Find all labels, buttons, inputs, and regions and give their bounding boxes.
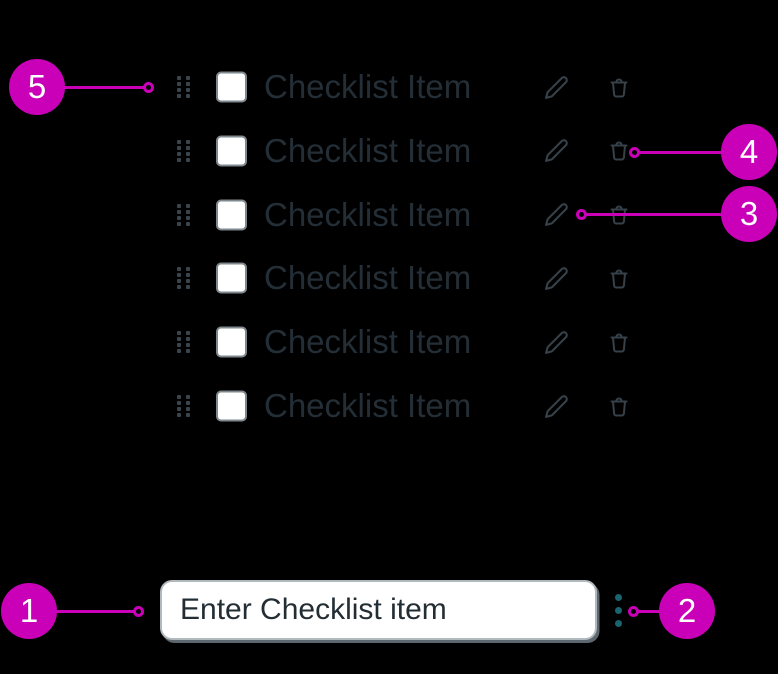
callout-2-ring xyxy=(628,606,639,617)
delete-button[interactable] xyxy=(605,328,633,356)
trash-icon xyxy=(610,78,628,98)
checklist-item-label: Checklist Item xyxy=(264,195,472,233)
checklist-row: Checklist Item xyxy=(0,119,778,183)
callout-5-bubble: 5 xyxy=(9,59,65,115)
kebab-menu-icon[interactable] xyxy=(615,594,622,627)
checklist-item-label: Checklist Item xyxy=(264,323,472,361)
trash-icon xyxy=(610,397,628,417)
edit-button[interactable] xyxy=(542,137,570,165)
drag-handle-icon[interactable] xyxy=(177,139,190,162)
callout-3-ring xyxy=(576,209,587,220)
checklist-item-label: Checklist Item xyxy=(264,259,472,297)
drag-handle-icon[interactable] xyxy=(177,331,190,354)
callout-2-bubble: 2 xyxy=(659,583,715,639)
checkbox[interactable] xyxy=(216,326,247,358)
callout-5-line xyxy=(63,86,144,89)
edit-button[interactable] xyxy=(542,392,570,420)
delete-button[interactable] xyxy=(605,392,633,420)
callout-1-line xyxy=(55,610,135,613)
checklist-item-label: Checklist Item xyxy=(264,131,472,169)
drag-handle-icon[interactable] xyxy=(177,76,190,98)
edit-button[interactable] xyxy=(542,264,570,292)
checkbox[interactable] xyxy=(216,199,247,231)
callout-1-number: 1 xyxy=(19,592,39,629)
checklist-row: Checklist Item xyxy=(0,55,778,119)
pencil-icon xyxy=(544,203,568,227)
callout-1-ring xyxy=(133,606,144,617)
edit-button[interactable] xyxy=(542,201,570,229)
delete-button[interactable] xyxy=(605,201,633,229)
checklist-item-label: Checklist Item xyxy=(264,387,472,424)
callout-2-number: 2 xyxy=(677,592,697,629)
callout-4-ring xyxy=(629,147,640,158)
edit-button[interactable] xyxy=(542,73,570,101)
callout-3-bubble: 3 xyxy=(721,186,777,242)
checklist-row: Checklist Item xyxy=(0,374,778,438)
drag-handle-icon[interactable] xyxy=(177,267,190,290)
callout-4-bubble: 4 xyxy=(721,124,777,180)
callout-3-line xyxy=(586,213,723,216)
checkbox[interactable] xyxy=(216,71,247,103)
delete-button[interactable] xyxy=(605,137,633,165)
checklist-row: Checklist Item xyxy=(0,246,778,310)
checklist-row: Checklist Item xyxy=(0,183,778,247)
drag-handle-icon[interactable] xyxy=(177,395,190,417)
checklist-item-label: Checklist Item xyxy=(264,68,472,105)
delete-button[interactable] xyxy=(605,264,633,292)
callout-2-line xyxy=(637,610,661,613)
pencil-icon xyxy=(544,330,568,354)
checkbox[interactable] xyxy=(216,135,247,167)
callout-5-number: 5 xyxy=(27,68,47,105)
pencil-icon xyxy=(544,75,568,99)
callout-4-number: 4 xyxy=(739,133,759,170)
checklist-entry-input[interactable] xyxy=(160,580,597,640)
trash-icon xyxy=(610,269,628,289)
delete-button[interactable] xyxy=(605,73,633,101)
trash-icon xyxy=(610,205,628,225)
callout-1-bubble: 1 xyxy=(1,583,57,639)
pencil-icon xyxy=(544,139,568,163)
checkbox[interactable] xyxy=(216,390,247,422)
callout-4-line xyxy=(639,151,723,154)
edit-button[interactable] xyxy=(542,328,570,356)
checklist-row: Checklist Item xyxy=(0,310,778,374)
trash-icon xyxy=(610,333,628,353)
drag-handle-icon[interactable] xyxy=(177,203,190,226)
callout-5-ring xyxy=(143,82,154,93)
pencil-icon xyxy=(544,394,568,418)
pencil-icon xyxy=(544,267,568,290)
trash-icon xyxy=(610,141,628,161)
callout-3-number: 3 xyxy=(739,195,759,232)
checkbox[interactable] xyxy=(216,262,247,294)
